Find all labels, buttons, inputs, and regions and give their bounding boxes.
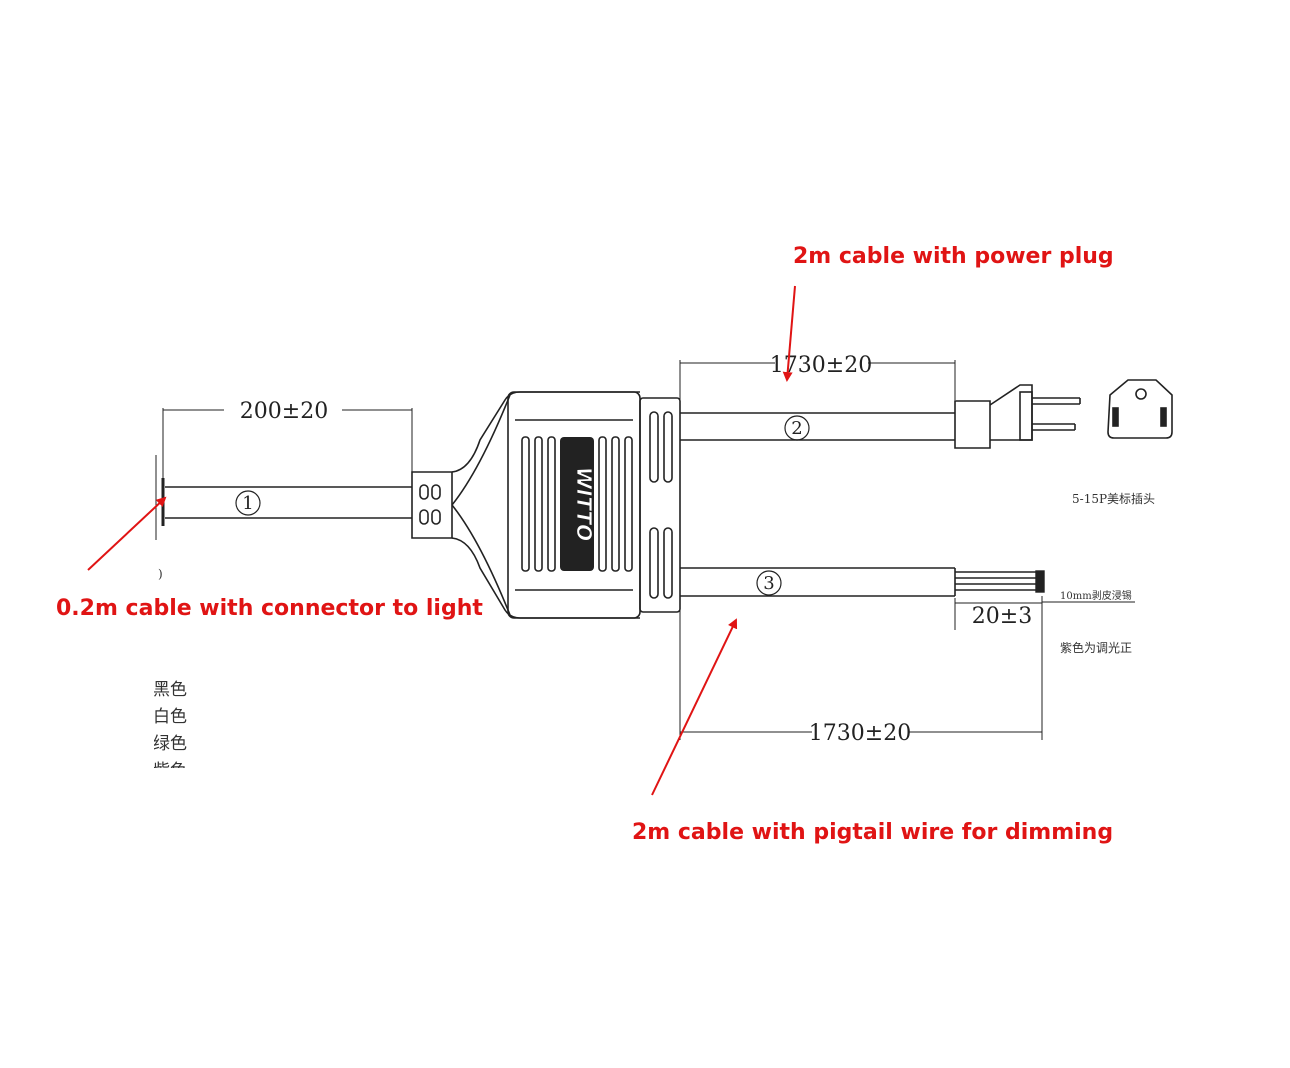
cable-1-number: 1: [242, 493, 253, 514]
plug-type-note: 5-15P美标插头: [1072, 492, 1155, 506]
left-paren-mark: ): [158, 567, 163, 581]
wire-color-3: 绿色: [153, 734, 187, 754]
power-plug-icon: [954, 384, 1081, 449]
power-plug-arrow: [782, 285, 796, 382]
logo-text: WITTO: [572, 467, 596, 541]
dimension-cable-1-label: 200±20: [240, 399, 328, 424]
dimension-cable-1: 200±20: [162, 399, 413, 478]
dimming-arrow: [651, 618, 738, 796]
connector-arrow: [87, 496, 167, 571]
plug-face-icon: [1107, 379, 1173, 439]
dimension-cable-2: 1730±20: [679, 353, 956, 410]
dimming-note: 紫色为调光正: [1060, 641, 1132, 655]
dimension-cable-3: 1730±20: [679, 598, 1042, 746]
cable-3: 3: [680, 567, 956, 597]
wire-color-1: 黑色: [153, 680, 187, 700]
cable-2: 2: [680, 412, 955, 441]
dimension-cable-3-label: 1730±20: [809, 721, 911, 746]
connector-annotation: 0.2m cable with connector to light: [56, 596, 483, 621]
logo-plate: [560, 437, 594, 571]
cable-2-number-circle: [784, 415, 810, 441]
splitter-body: [411, 391, 681, 619]
dimension-strip: 20±3: [954, 596, 1043, 740]
cable-2-number: 2: [791, 418, 802, 439]
power-plug-annotation: 2m cable with power plug: [793, 244, 1114, 269]
strip-callout: 10mm剥皮浸锡: [1042, 589, 1135, 603]
strip-note: 10mm剥皮浸锡: [1060, 589, 1132, 602]
wire-color-2: 白色: [153, 707, 187, 727]
cable-3-number: 3: [763, 573, 774, 594]
pigtail-wires: [955, 570, 1045, 593]
cable-1-number-circle: [235, 490, 261, 516]
wire-color-list: 黑色 白色 绿色 紫色: [140, 680, 187, 781]
wire-color-4: 紫色: [153, 761, 187, 781]
dimension-strip-label: 20±3: [972, 604, 1032, 629]
dimming-annotation: 2m cable with pigtail wire for dimming: [632, 820, 1113, 845]
dimension-cable-2-label: 1730±20: [770, 353, 872, 378]
cable-1: 1: [155, 455, 412, 540]
cable-3-number-circle: [756, 570, 782, 596]
